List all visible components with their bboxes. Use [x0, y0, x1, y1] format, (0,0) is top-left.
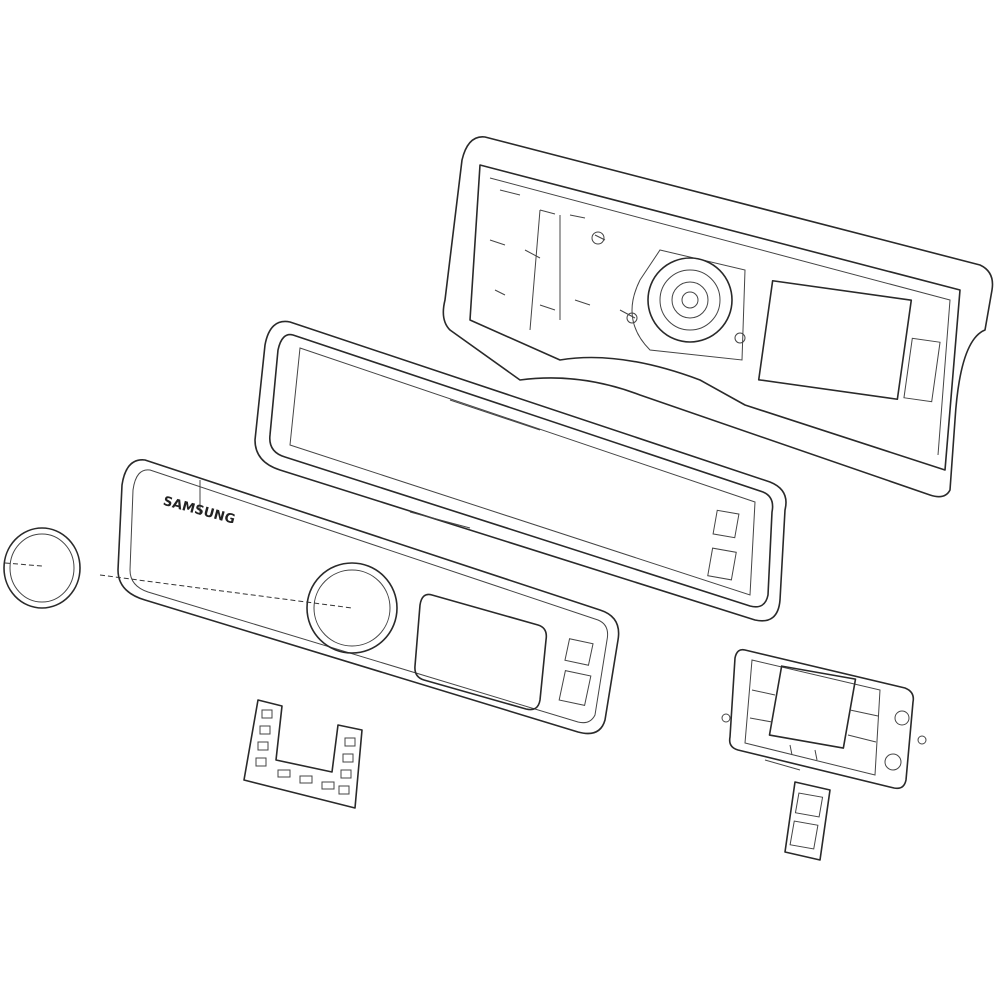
knob-ring [3, 527, 81, 609]
samsung-logo: SAMSUNG [161, 494, 236, 528]
control-panel-housing [442, 136, 994, 498]
display-connector [764, 759, 831, 861]
panel-frame-gasket [254, 320, 787, 622]
display-pcb-module [721, 648, 927, 790]
button-membrane-strip [243, 699, 363, 809]
front-control-panel-overlay: SAMSUNG [117, 459, 620, 735]
alignment-line [4, 562, 353, 609]
